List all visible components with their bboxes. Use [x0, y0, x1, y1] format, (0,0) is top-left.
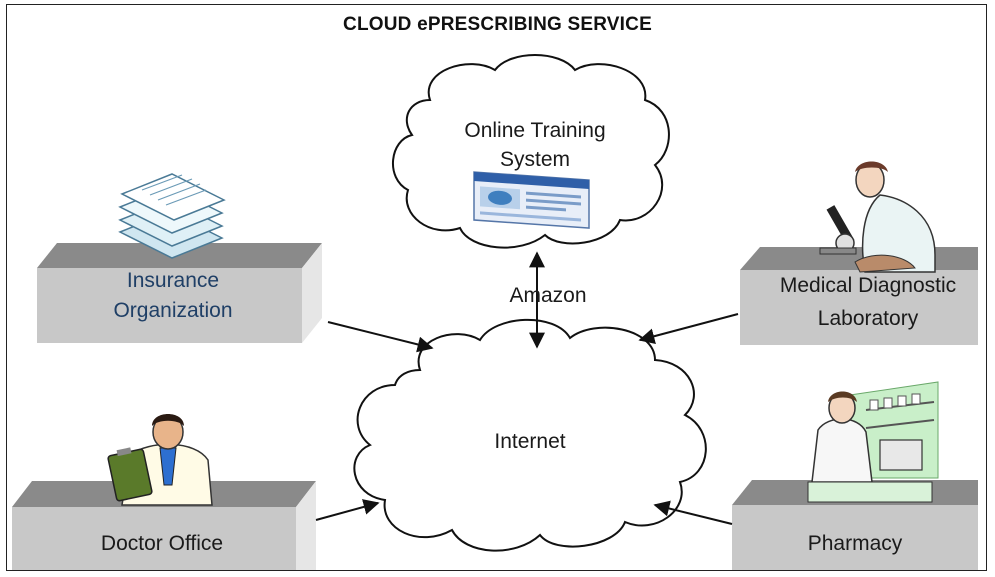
- insurance-label-line2: Organization: [113, 299, 232, 322]
- insurance-box-front: [37, 268, 302, 343]
- internet-label: Internet: [494, 430, 565, 453]
- pharmacy-box-front: [732, 505, 978, 570]
- training-label-line2: System: [500, 148, 570, 171]
- scientist-microscope-icon: [819, 161, 936, 273]
- doctor-box-front: [12, 507, 296, 570]
- browser-window-icon: [473, 171, 590, 229]
- edge-amazon-label: Amazon: [509, 284, 586, 307]
- pharmacist-icon: [807, 381, 939, 503]
- edge-insurance-internet: [327, 321, 434, 353]
- diagram-title: CLOUD ePRESCRIBING SERVICE: [343, 14, 652, 35]
- edge-doctor-internet: [315, 499, 380, 521]
- online-training-system-node: Online Training System: [392, 54, 670, 249]
- training-cloud-shape: [392, 54, 670, 249]
- edge-lab-internet: [638, 313, 739, 345]
- insurance-organization-node: Insurance Organization: [37, 173, 322, 343]
- medical-lab-node: Medical Diagnostic Laboratory: [740, 161, 978, 345]
- lab-box-front: [740, 270, 978, 345]
- edges: Amazon: [315, 251, 739, 525]
- pharmacy-label: Pharmacy: [808, 532, 903, 555]
- edge-pharmacy-internet: [653, 500, 733, 525]
- internet-node: Internet: [353, 318, 707, 552]
- internet-cloud-shape: [353, 318, 707, 552]
- doctor-office-node: Doctor Office: [12, 414, 316, 570]
- insurance-label-line1: Insurance: [127, 269, 219, 292]
- doctor-box-side: [296, 481, 316, 570]
- insurance-box-side: [302, 243, 322, 343]
- documents-icon: [118, 173, 226, 259]
- doctor-clipboard-icon: [107, 414, 213, 506]
- lab-label-line2: Laboratory: [818, 307, 919, 330]
- training-label-line1: Online Training: [464, 119, 605, 142]
- doctor-office-label: Doctor Office: [101, 532, 223, 555]
- pharmacy-node: Pharmacy: [732, 381, 978, 570]
- lab-label-line1: Medical Diagnostic: [780, 274, 956, 297]
